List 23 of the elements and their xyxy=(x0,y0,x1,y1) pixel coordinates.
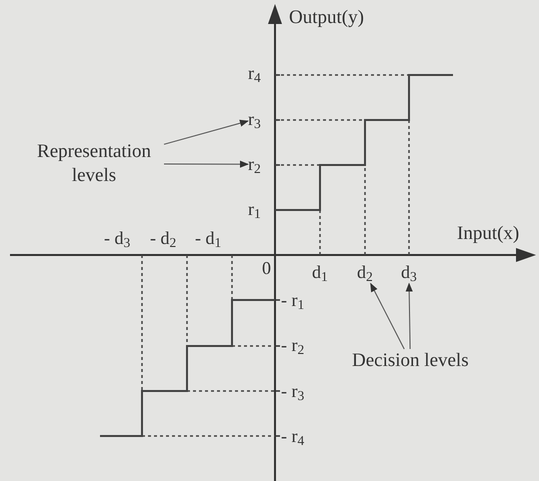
tick-label: - d$_{1}$ xyxy=(195,227,222,250)
tick-label: d$_{1}$ xyxy=(312,261,328,284)
arrow xyxy=(370,282,405,350)
tick-label: 0 xyxy=(262,257,271,280)
arrow xyxy=(406,282,413,350)
level-label: r$_{2}$ xyxy=(248,153,261,176)
level-label: d$_{2}$ xyxy=(357,261,373,284)
tick-label: r$_{1}$ xyxy=(248,198,261,220)
level-label: d$_{3}$ xyxy=(401,261,417,284)
arrow xyxy=(164,160,249,168)
tick-label: - r$_{3}$ xyxy=(281,380,304,402)
tick-label: - d$_{3}$ xyxy=(104,227,130,250)
axis-label: Output(y) xyxy=(289,6,364,30)
tick-label: - r$_{4}$ xyxy=(281,425,304,448)
tick-label: - r$_{2}$ xyxy=(281,334,304,356)
level-label: r$_{3}$ xyxy=(248,108,261,130)
annotation-text: Representation levels xyxy=(24,140,164,188)
tick-label: r$_{4}$ xyxy=(248,62,261,84)
tick-label: - r$_{1}$ xyxy=(281,289,304,312)
tick-label: - d$_{2}$ xyxy=(150,227,176,250)
axis-label: Input(x) xyxy=(457,222,520,246)
annotation-text: Decision levels xyxy=(352,349,469,373)
arrow xyxy=(164,120,249,145)
